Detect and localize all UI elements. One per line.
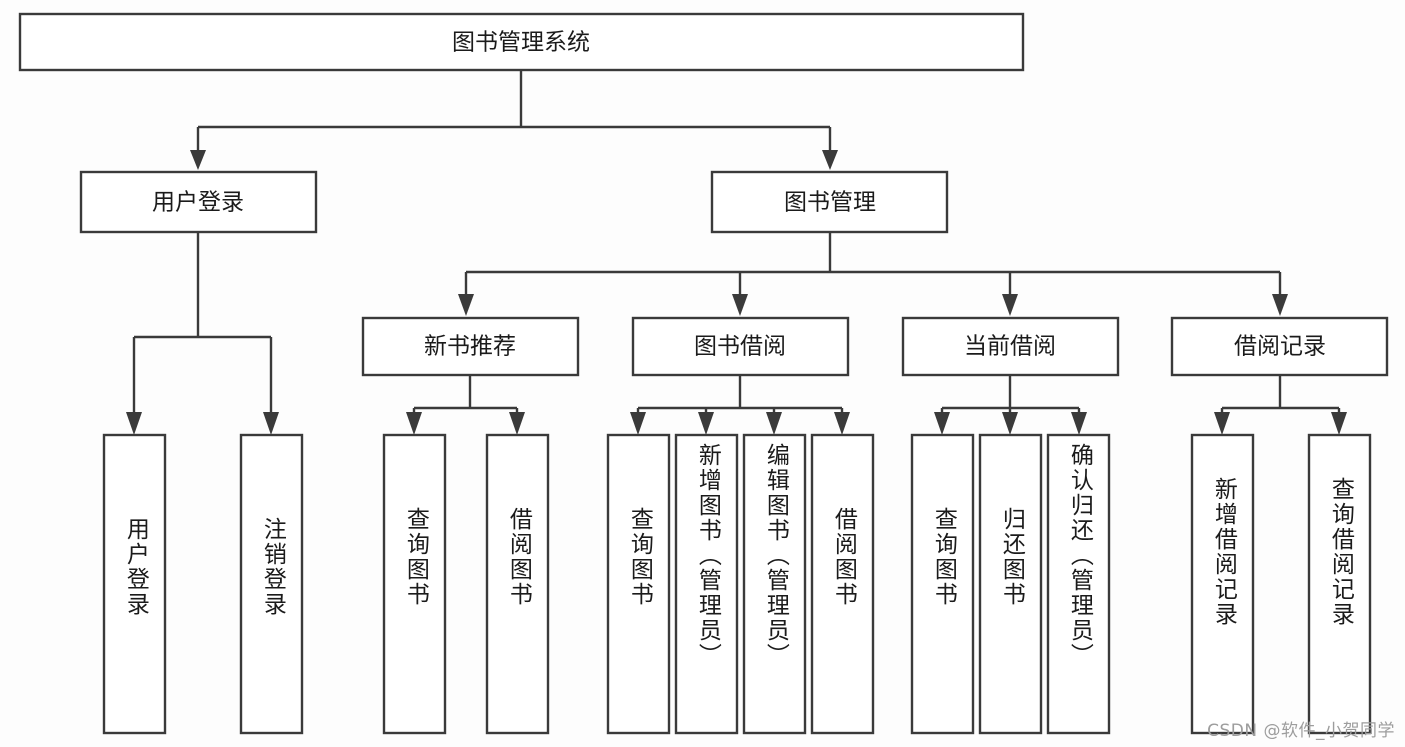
arrow-to-leaf-add-record bbox=[1214, 412, 1230, 435]
arrow-to-leaf-user-logout bbox=[263, 412, 279, 435]
leaf-add-record-box[interactable] bbox=[1190, 433, 1255, 735]
node-root[interactable]: 图书管理系统 bbox=[18, 12, 1025, 72]
node-new-book-recommend[interactable]: 新书推荐 bbox=[361, 316, 580, 377]
connector-book-manage-to-level3 bbox=[458, 232, 1288, 316]
watermark: CSDN @软件_小贺同学 bbox=[1207, 721, 1395, 741]
connector-book-borrow-to-leaves bbox=[630, 375, 850, 435]
user-login-label: 用户登录 bbox=[152, 190, 244, 216]
leaf-query-record-box[interactable] bbox=[1307, 433, 1372, 735]
arrow-to-leaf-borrow-book-1 bbox=[509, 412, 525, 435]
leaf-query-book-3-box[interactable] bbox=[910, 433, 975, 735]
root-label: 图书管理系统 bbox=[452, 30, 590, 56]
leaf-query-book-2-box[interactable] bbox=[606, 433, 671, 735]
connector-current-borrow-to-leaves bbox=[934, 375, 1087, 435]
leaf-return-book-box[interactable] bbox=[978, 433, 1043, 735]
leaf-borrow-book-2-box[interactable] bbox=[810, 433, 875, 735]
new-book-recommend-box[interactable] bbox=[361, 316, 580, 377]
arrow-to-book-borrow bbox=[732, 294, 748, 316]
new-book-recommend-label: 新书推荐 bbox=[424, 334, 516, 360]
current-borrow-box[interactable] bbox=[901, 316, 1120, 377]
arrow-to-leaf-add-book bbox=[698, 412, 714, 435]
arrow-to-leaf-user-login bbox=[126, 412, 142, 435]
connector-borrow-record-to-leaves bbox=[1214, 375, 1347, 435]
book-borrow-label: 图书借阅 bbox=[694, 334, 786, 360]
root-box[interactable] bbox=[18, 12, 1025, 72]
arrow-to-leaf-borrow-book-2 bbox=[834, 412, 850, 435]
leaf-query-book-1-box[interactable] bbox=[382, 433, 447, 735]
leaf-add-book-box[interactable] bbox=[674, 433, 739, 735]
node-book-manage[interactable]: 图书管理 bbox=[710, 170, 949, 234]
arrow-to-leaf-query-record bbox=[1331, 412, 1347, 435]
leaf-confirm-return-box[interactable] bbox=[1046, 433, 1111, 735]
arrow-to-leaf-edit-book bbox=[766, 412, 782, 435]
arrow-to-leaf-query-book-3 bbox=[934, 412, 950, 435]
node-current-borrow[interactable]: 当前借阅 bbox=[901, 316, 1120, 377]
arrow-to-leaf-query-book-2 bbox=[630, 412, 646, 435]
user-login-box[interactable] bbox=[79, 170, 318, 234]
arrow-to-new-book-recommend bbox=[458, 294, 474, 316]
node-borrow-record[interactable]: 借阅记录 bbox=[1170, 316, 1389, 377]
connector-user-login-to-leaves bbox=[126, 232, 279, 435]
arrow-to-book-manage bbox=[822, 150, 838, 170]
leaf-user-login-box[interactable] bbox=[102, 433, 167, 735]
leaf-user-logout-box[interactable] bbox=[239, 433, 304, 735]
current-borrow-label: 当前借阅 bbox=[964, 334, 1056, 360]
connector-new-book-recommend-to-leaves bbox=[406, 375, 525, 435]
connector-root-to-level2 bbox=[190, 70, 838, 170]
arrow-to-user-login bbox=[190, 150, 206, 170]
node-book-borrow[interactable]: 图书借阅 bbox=[631, 316, 850, 377]
arrow-to-leaf-confirm-return bbox=[1071, 412, 1087, 435]
arrow-to-leaf-query-book-1 bbox=[406, 412, 422, 435]
leaf-edit-book-box[interactable] bbox=[742, 433, 807, 735]
arrow-to-borrow-record bbox=[1272, 294, 1288, 316]
leaf-borrow-book-1-box[interactable] bbox=[485, 433, 550, 735]
arrow-to-current-borrow bbox=[1002, 294, 1018, 316]
borrow-record-label: 借阅记录 bbox=[1234, 334, 1326, 360]
arrow-to-leaf-return-book bbox=[1002, 412, 1018, 435]
node-user-login[interactable]: 用户登录 bbox=[79, 170, 318, 234]
book-manage-label: 图书管理 bbox=[784, 190, 876, 216]
